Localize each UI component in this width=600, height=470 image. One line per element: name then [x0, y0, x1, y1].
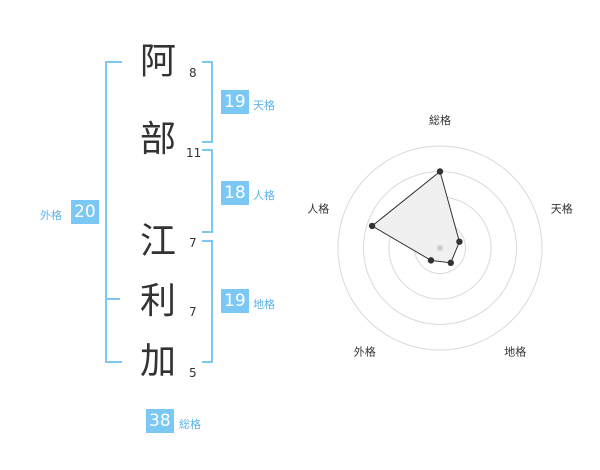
tenkaku-value-badge: 19 [221, 90, 249, 114]
soukaku-value-badge: 38 [146, 409, 174, 433]
radar-axis-label: 地格 [504, 345, 526, 359]
radar-axis-label: 人格 [307, 201, 329, 215]
radar-center-dot [437, 245, 443, 251]
stroke-count-5: 5 [189, 366, 197, 380]
radar-point [427, 257, 435, 264]
chikaku-bracket [202, 240, 213, 363]
stroke-count-2: 11 [186, 146, 202, 160]
radar-points [368, 168, 463, 267]
soukaku-label: 総格 [179, 418, 201, 431]
name-char-5: 加 [140, 341, 177, 382]
gaikaku-value-badge: 20 [71, 200, 99, 224]
chikaku-label: 地格 [253, 298, 275, 311]
gaikaku-bracket-tick [105, 298, 120, 300]
radar-point [436, 168, 444, 175]
radar-point [456, 238, 463, 245]
radar-point [447, 259, 454, 267]
radar-axis-label: 外格 [354, 345, 376, 359]
chikaku-value-badge: 19 [221, 289, 249, 313]
stroke-count-3: 7 [189, 236, 197, 250]
name-char-3: 江 [140, 221, 177, 262]
tenkaku-label: 天格 [253, 99, 275, 112]
jinkaku-bracket [202, 149, 213, 233]
jinkaku-value-badge: 18 [221, 181, 249, 205]
radar-polygon [371, 170, 460, 264]
name-char-4: 利 [140, 281, 177, 322]
gaikaku-label: 外格 [40, 209, 62, 222]
radar-axis-label: 総格 [429, 113, 451, 127]
radar-axis-label: 天格 [551, 201, 573, 215]
radar-point [368, 222, 376, 230]
tenkaku-bracket [202, 61, 213, 143]
jinkaku-label: 人格 [253, 189, 275, 202]
gaikaku-bracket [105, 61, 122, 363]
stroke-count-1: 8 [189, 66, 197, 80]
stroke-count-4: 7 [189, 305, 197, 319]
name-char-2: 部 [140, 119, 177, 160]
name-char-1: 阿 [140, 41, 177, 82]
radar-ring [337, 145, 543, 351]
